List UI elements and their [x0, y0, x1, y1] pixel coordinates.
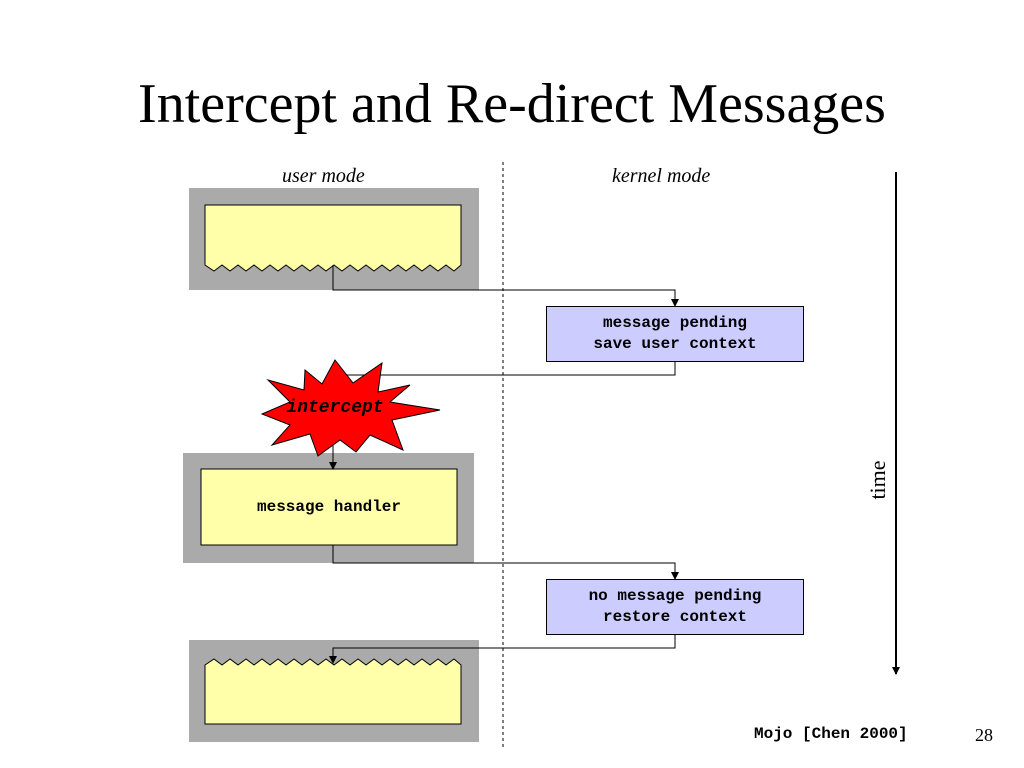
flow-to-user-return — [329, 634, 676, 664]
time-axis-text: time — [865, 460, 890, 500]
message-handler-block — [183, 453, 474, 563]
kernel-box-line: save user context — [593, 335, 757, 353]
flow-to-kernel-2 — [332, 545, 679, 580]
kernel-box-line: no message pending — [588, 587, 762, 605]
page-number: 28 — [975, 725, 993, 745]
kernel-box-line: restore context — [602, 608, 748, 626]
intercept-starburst — [260, 359, 441, 457]
slide-title: Intercept and Re-direct Messages — [138, 73, 886, 135]
kernel-mode-label: kernel mode — [612, 165, 711, 187]
flow-to-kernel-1 — [332, 265, 679, 307]
intercept-label: intercept — [286, 398, 384, 418]
kernel-box-no-message-pending: no message pending restore context — [546, 579, 804, 635]
citation: Mojo [Chen 2000] — [754, 725, 908, 743]
kernel-box-message-pending: message pending save user context — [546, 306, 804, 362]
user-code-block-bottom — [189, 640, 479, 742]
user-mode-label: user mode — [282, 165, 365, 187]
user-code-block-top — [189, 188, 479, 290]
kernel-box-line: message pending — [602, 314, 748, 332]
message-handler-label: message handler — [256, 498, 402, 516]
time-axis-label: time — [865, 458, 890, 502]
